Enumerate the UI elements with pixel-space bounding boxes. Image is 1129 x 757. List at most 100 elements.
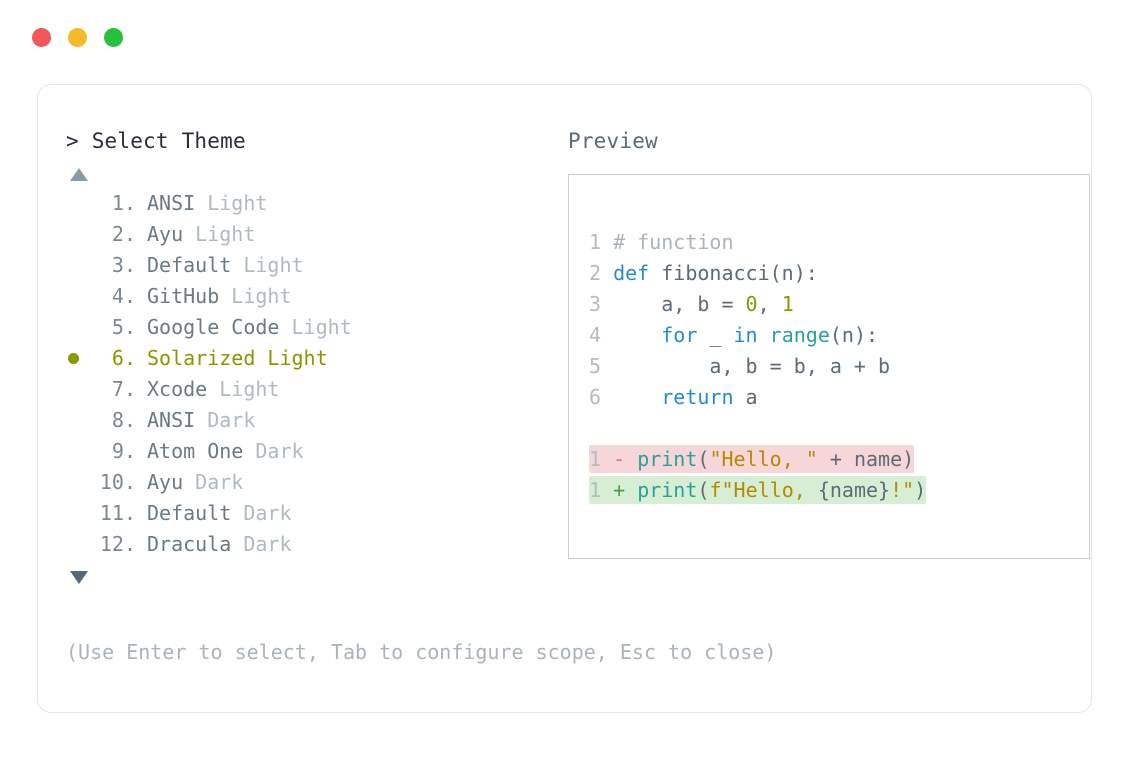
theme-item-index: 11. (99, 501, 136, 525)
code-token: ( (697, 447, 710, 471)
theme-item-index: 4. (99, 284, 136, 308)
line-number: 4 (589, 323, 602, 347)
theme-list[interactable]: 1.ANSI Light 2.Ayu Light 3.Default Light… (66, 191, 536, 563)
code-line: 4 for _ in range(n): (589, 320, 1089, 351)
code-token: fibonacci(n): (649, 261, 818, 285)
theme-item-variant: Light (207, 377, 280, 401)
code-token: return (661, 385, 734, 409)
theme-list-item[interactable]: 4. GitHub Light (66, 284, 536, 315)
prompt-marker: > (66, 129, 92, 153)
code-token: ) (914, 478, 927, 502)
maximize-button[interactable] (104, 28, 123, 47)
code-token: a, b = (613, 292, 746, 316)
code-line: 3 a, b = 0, 1 (589, 289, 1089, 320)
theme-list-item[interactable]: 9.Atom One Dark (66, 439, 536, 470)
diff-line-del: 1 - print("Hello, " + name) (589, 444, 1089, 475)
theme-item-index: 10. (99, 470, 136, 494)
code-token: print (637, 447, 698, 471)
theme-item-name: Atom One (147, 439, 244, 463)
code-token: def (613, 261, 650, 285)
theme-list-item[interactable]: 8.ANSI Dark (66, 408, 536, 439)
theme-list-item[interactable]: 3. Default Light (66, 253, 536, 284)
theme-list-item[interactable]: 1. ANSI Light (66, 191, 536, 222)
theme-item-variant: Light (231, 253, 304, 277)
code-token: ( (697, 478, 710, 502)
theme-item-name: Default (147, 253, 232, 277)
page-title: > Select Theme (66, 131, 536, 152)
code-token: range (769, 323, 830, 347)
diff-sign: - (613, 447, 626, 471)
diff-line-number: 1 (589, 447, 602, 471)
theme-list-item[interactable]: 10. Ayu Dark (66, 470, 536, 501)
diff-sign: + (613, 478, 626, 502)
code-line: 1 # function (589, 227, 1089, 258)
theme-item-name: Google Code (147, 315, 280, 339)
code-token: {name} (817, 478, 891, 502)
code-line: 2 def fibonacci(n): (589, 258, 1089, 289)
code-token: _ (697, 323, 734, 347)
minimize-button[interactable] (68, 28, 87, 47)
code-token: (n): (829, 323, 879, 347)
theme-selector-card: > Select Theme 1.ANSI Light 2.Ayu Light … (37, 84, 1092, 713)
code-token: + name) (817, 447, 915, 471)
theme-item-variant: Dark (183, 470, 244, 494)
theme-item-variant: Light (183, 222, 256, 246)
code-token: , (757, 292, 782, 316)
code-token: in (733, 323, 758, 347)
line-number: 2 (589, 261, 602, 285)
theme-item-name: ANSI (147, 191, 196, 215)
diff-highlight: 1 + print(f"Hello, {name}!") (589, 476, 927, 504)
diff-line-number: 1 (589, 478, 602, 502)
code-token: !" (890, 478, 915, 502)
theme-item-index: 1. (99, 191, 136, 215)
theme-item-index: 6. (99, 346, 136, 370)
theme-item-index: 3. (99, 253, 136, 277)
triangle-up-icon[interactable] (70, 168, 88, 181)
theme-item-index: 12. (99, 532, 136, 556)
theme-item-index: 2. (99, 222, 136, 246)
theme-list-item[interactable]: 7.Xcode Light (66, 377, 536, 408)
triangle-down-icon[interactable] (70, 571, 88, 584)
code-token: a (733, 385, 758, 409)
theme-item-variant: Light (255, 346, 328, 370)
theme-list-item[interactable]: 5. Google Code Light (66, 315, 536, 346)
theme-item-variant: Dark (195, 408, 256, 432)
theme-item-index: 9. (99, 439, 136, 463)
page-title-text: Select Theme (91, 129, 246, 153)
close-button[interactable] (32, 28, 51, 47)
theme-item-index: 5. (99, 315, 136, 339)
code-token (613, 323, 661, 347)
code-spacer (589, 413, 1089, 444)
theme-item-variant: Light (219, 284, 292, 308)
theme-list-item[interactable]: 6.Solarized Light (66, 346, 536, 377)
theme-list-column: > Select Theme 1.ANSI Light 2.Ayu Light … (66, 131, 536, 584)
theme-item-variant: Light (195, 191, 268, 215)
code-token: 1 (781, 292, 794, 316)
theme-list-item[interactable]: 11. Default Dark (66, 501, 536, 532)
theme-item-variant: Light (279, 315, 352, 339)
theme-item-name: Default (147, 501, 232, 525)
theme-list-item[interactable]: 2.Ayu Light (66, 222, 536, 253)
code-token (613, 385, 661, 409)
code-token: "Hello, " (709, 447, 818, 471)
code-token (758, 323, 770, 347)
code-line: 6 return a (589, 382, 1089, 413)
line-number: 1 (589, 230, 602, 254)
code-line: 5 a, b = b, a + b (589, 351, 1089, 382)
theme-item-name: Ayu (147, 470, 184, 494)
theme-item-name: Dracula (147, 532, 232, 556)
theme-item-name: GitHub (147, 284, 220, 308)
diff-highlight: 1 - print("Hello, " + name) (589, 445, 915, 473)
line-number: 6 (589, 385, 602, 409)
code-token: 0 (745, 292, 758, 316)
code-token: for (661, 323, 698, 347)
keyboard-hint: (Use Enter to select, Tab to configure s… (66, 640, 777, 664)
theme-item-variant: Dark (231, 501, 292, 525)
theme-list-item[interactable]: 12.Dracula Dark (66, 532, 536, 563)
theme-item-index: 7. (99, 377, 136, 401)
line-number: 5 (589, 354, 602, 378)
